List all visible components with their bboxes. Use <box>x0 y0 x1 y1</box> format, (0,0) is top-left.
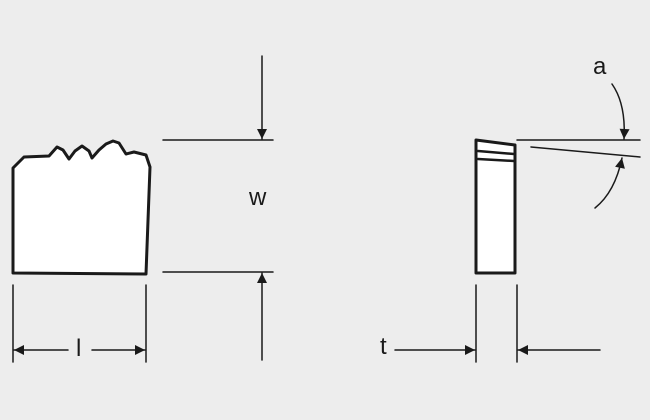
blade-side-bevel-1 <box>476 149 516 156</box>
angle-arrow-bottom <box>594 157 625 209</box>
thickness-label: t <box>380 333 387 360</box>
length-label: l <box>76 335 82 362</box>
blade-side-bevel-2 <box>476 157 516 163</box>
blade-front-outline <box>11 139 152 276</box>
blade-side-outline <box>474 138 517 275</box>
width-label: w <box>249 184 267 211</box>
angle-reference-slanted <box>530 146 641 158</box>
angle-arrow-top <box>611 83 630 140</box>
angle-label: a <box>593 53 607 80</box>
